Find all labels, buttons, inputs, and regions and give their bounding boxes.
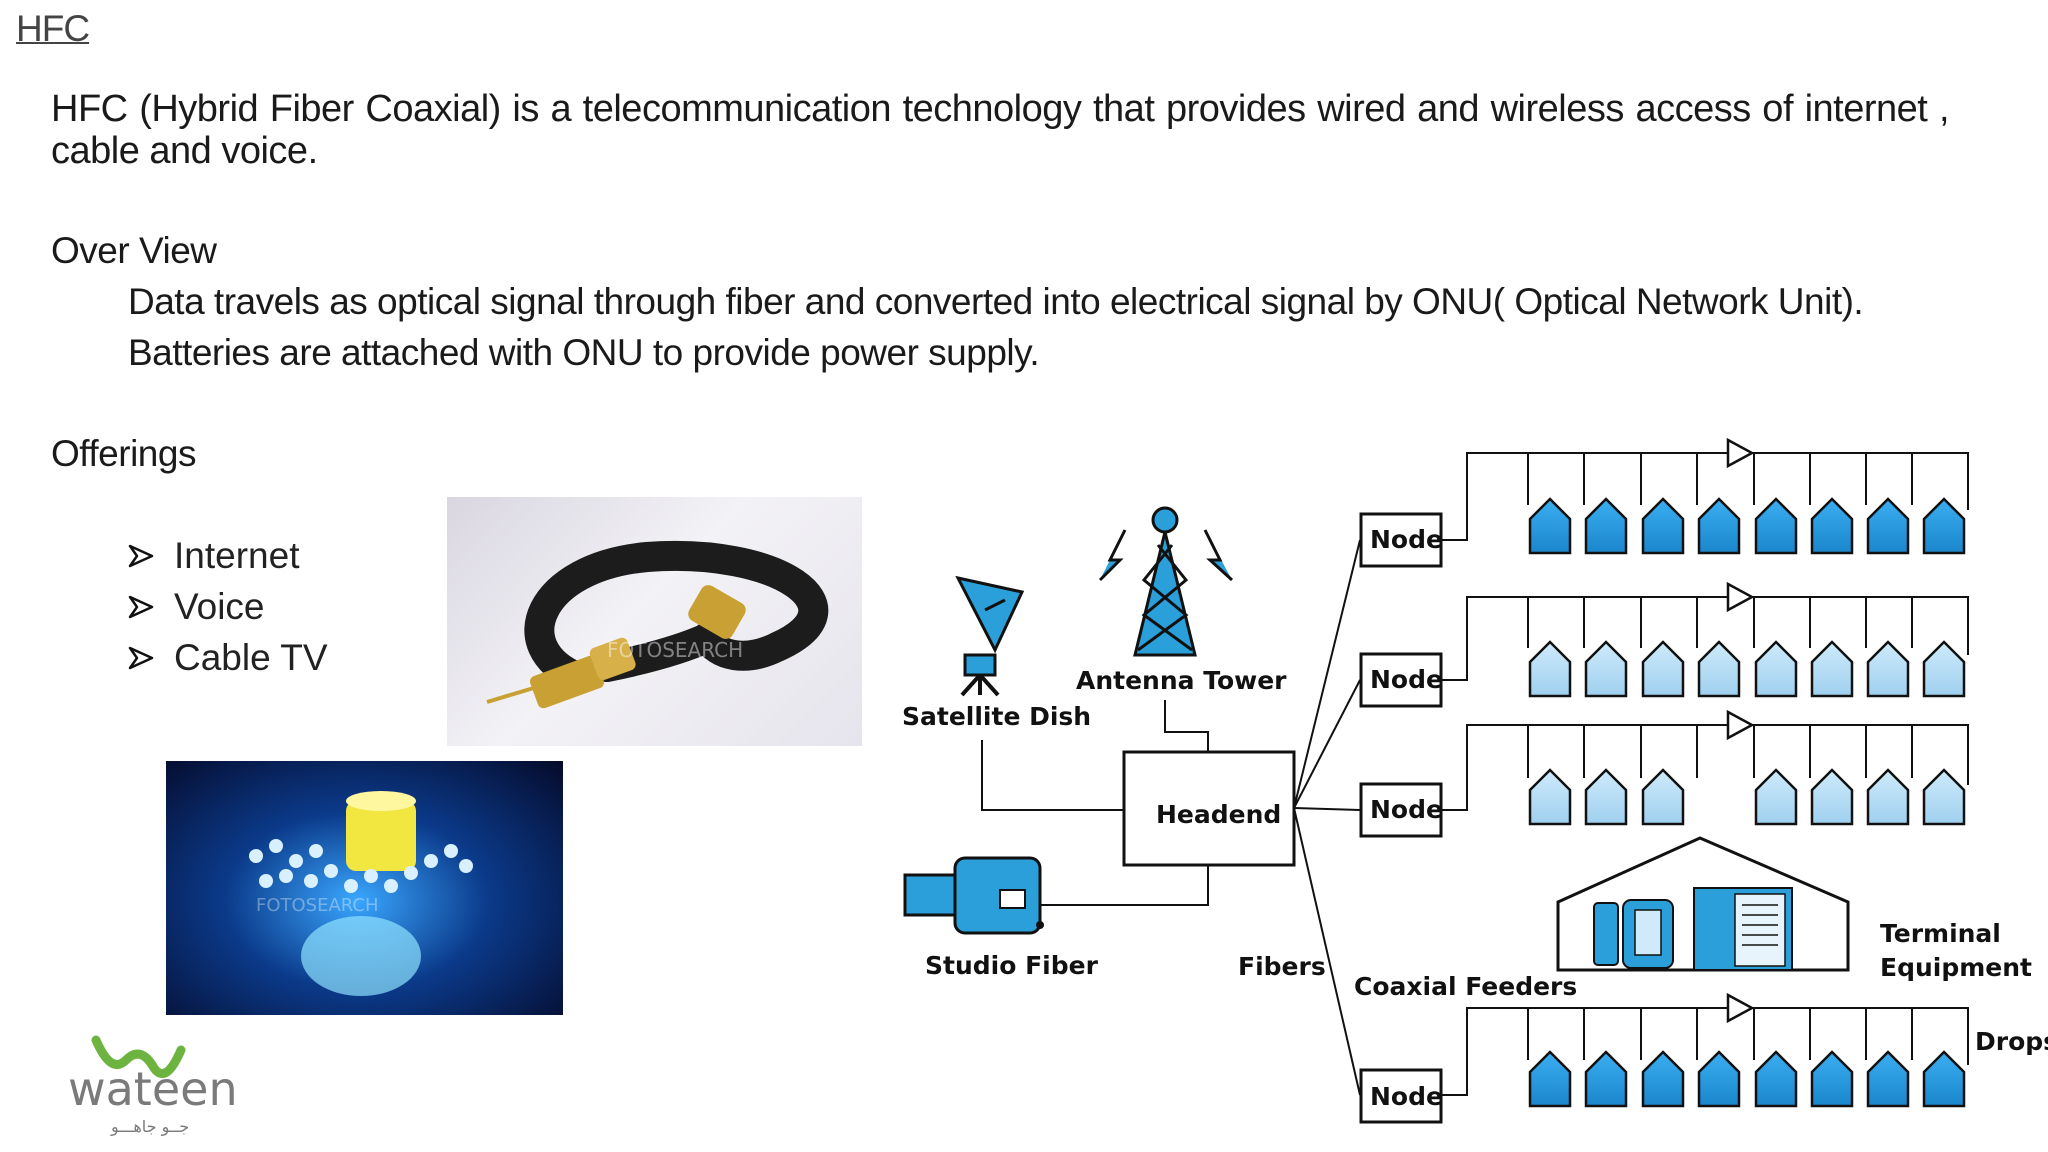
node-box: Node (1359, 652, 1443, 708)
fiber-optic-photo: FOTOSEARCH (166, 761, 563, 1015)
list-item: Voice (128, 581, 328, 632)
satellite-dish-label: Satellite Dish (902, 702, 1091, 731)
drops-label: Drops (1975, 1027, 2048, 1056)
overview-line: Batteries are attached with ONU to provi… (128, 332, 1040, 373)
headend-box (1122, 750, 1296, 867)
offerings-heading: Offerings (51, 433, 196, 474)
list-item: Internet (128, 530, 328, 581)
studio-camera-icon (903, 856, 1044, 935)
arrow-bullet-icon (128, 646, 154, 669)
coaxial-cable-icon: FOTOSEARCH (486, 540, 829, 709)
wateen-logo: wateen جــو جاهـــو (66, 1020, 246, 1140)
terminal-equipment-icon (1556, 836, 1850, 972)
node-label: Node (1370, 665, 1443, 694)
node-label: Node (1370, 1082, 1443, 1111)
studio-fiber-label: Studio Fiber (925, 951, 1099, 980)
house-row-dark (1528, 1050, 1966, 1108)
slide-title: HFC (16, 8, 90, 49)
headend-label: Headend (1156, 800, 1281, 829)
fiber-optic-icon: FOTOSEARCH (249, 791, 473, 996)
terminal-label-2: Equipment (1880, 953, 2032, 982)
arrow-bullet-icon (128, 595, 154, 618)
node-box: Node (1359, 1068, 1443, 1124)
fibers-label: Fibers (1238, 952, 1326, 981)
drop-lines (1527, 453, 1913, 1060)
node-box: Node (1359, 782, 1443, 838)
coax-feeder-lines (1441, 452, 1969, 1096)
antenna-tower-icon (1098, 506, 1234, 657)
coaxial-feeders-label: Coaxial Feeders (1354, 972, 1577, 1001)
intro-paragraph: HFC (Hybrid Fiber Coaxial) is a telecomm… (51, 88, 1950, 172)
offering-label: Internet (174, 534, 300, 576)
satellite-dish-icon (955, 575, 1025, 697)
antenna-tower-label: Antenna Tower (1076, 666, 1287, 695)
node-box: Node (1359, 512, 1443, 568)
house-row-light (1528, 768, 1966, 826)
wateen-logo-mark: wateen جــو جاهـــو (68, 1035, 238, 1137)
node-label: Node (1370, 795, 1443, 824)
fiber-lines (1293, 539, 1361, 1096)
arrow-bullet-icon (128, 544, 154, 567)
terminal-label-1: Terminal (1880, 919, 2001, 948)
list-item: Cable TV (128, 632, 328, 683)
offering-label: Cable TV (174, 636, 328, 678)
amplifier-icon (1726, 437, 1755, 1024)
overview-heading: Over View (51, 230, 217, 271)
watermark-text: FOTOSEARCH (256, 895, 379, 916)
offerings-list: Internet Voice Cable TV (128, 530, 328, 683)
coaxial-cable-photo: FOTOSEARCH (447, 497, 862, 746)
overview-line: Data travels as optical signal through f… (128, 281, 1864, 322)
watermark-text: FOTOSEARCH (607, 638, 743, 662)
offering-label: Voice (174, 585, 265, 627)
logo-arabic: جــو جاهـــو (110, 1117, 189, 1137)
node-label: Node (1370, 525, 1443, 554)
logo-wordmark: wateen (68, 1062, 238, 1116)
house-row-light (1528, 640, 1966, 698)
house-row-dark (1528, 497, 1966, 555)
hfc-network-diagram: Satellite Dish Antenna Tower Studio Fibe… (902, 437, 2048, 1124)
